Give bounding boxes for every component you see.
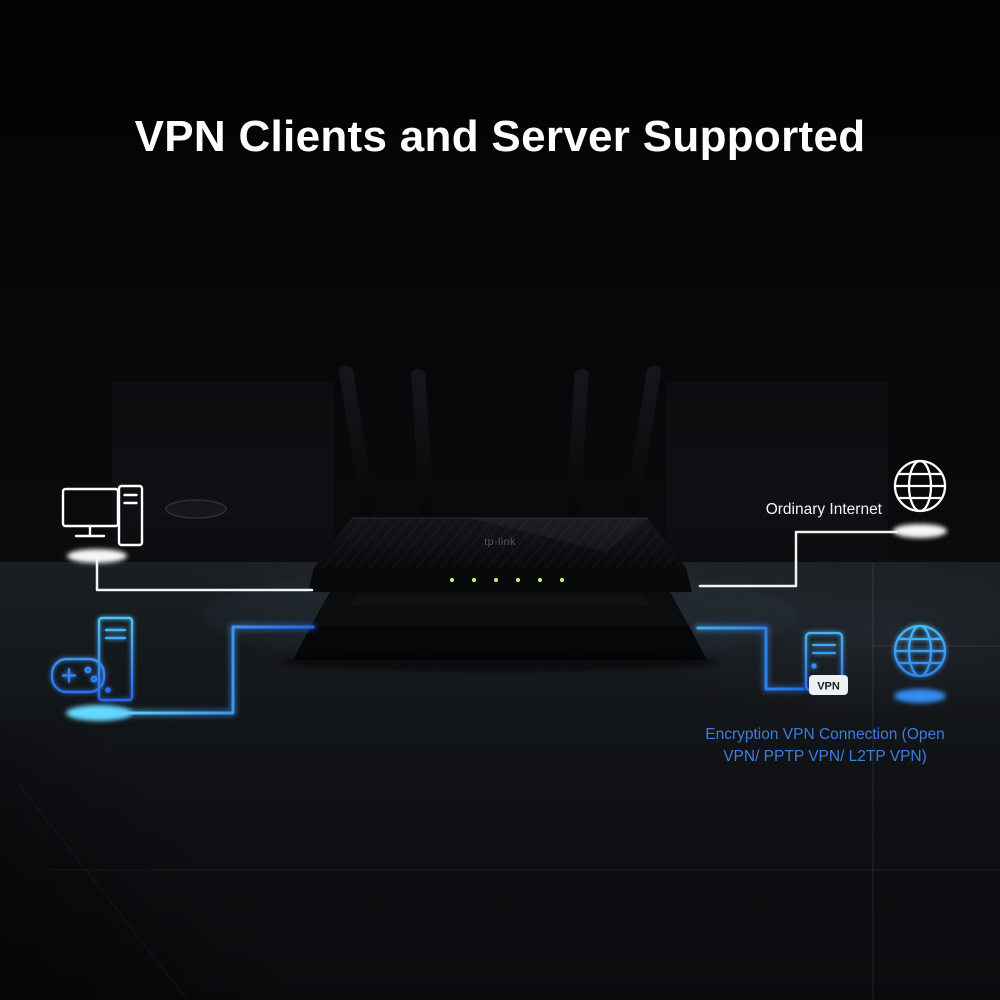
vpn-server-icon: VPN [804,631,848,695]
globe-icon [893,459,947,513]
glow-pad-gaming [66,705,132,721]
vpn-connection-label: Encryption VPN Connection (Open VPN/ PPT… [664,724,986,768]
router-top-texture [314,518,686,568]
connection-lines [95,530,899,717]
antenna-icon [411,369,434,518]
gamepad-icon [50,657,106,694]
vpn-badge-label: VPN [817,681,840,693]
glow-pad-internet [893,524,947,538]
line-router-to-vpn [696,626,805,691]
gaming-pc-icon [50,616,134,702]
router-stand-reflection [350,594,650,606]
floor-seam [872,562,874,1000]
router-antennas [339,365,661,518]
floor-seam [872,645,1000,647]
line-gaming-to-router [118,625,315,715]
glow-pad-vpn [894,689,946,703]
background-cabinet-left [112,382,334,562]
page-title: VPN Clients and Server Supported [134,112,866,161]
ordinary-internet-label: Ordinary Internet [765,501,882,518]
router-stand-upper [311,592,689,626]
router-front [308,568,692,592]
router-shadow [282,653,718,671]
antenna-icon [624,365,661,517]
antenna-icon [339,365,376,517]
router-stand-lower [293,626,707,660]
pc-tower-icon [97,616,134,702]
vpn-label-line1: Encryption VPN Connection (Open [705,726,945,743]
antenna-icon [566,369,589,518]
cabinet-detail-ellipse [165,499,227,519]
router-led-lights [449,577,565,583]
globe-blue-icon [893,624,947,678]
line-router-to-internet [698,530,899,588]
line-desktop-to-router [95,554,314,592]
vpn-label-line2: VPN/ PPTP VPN/ L2TP VPN) [723,748,927,765]
tplink-logo: tp-link [484,536,516,548]
glow-pad-desktop [67,549,127,563]
desktop-computer-icon [61,484,144,547]
vpn-badge: VPN [809,675,848,695]
router: tp-link [282,365,718,671]
corner-shadow [0,720,360,1000]
